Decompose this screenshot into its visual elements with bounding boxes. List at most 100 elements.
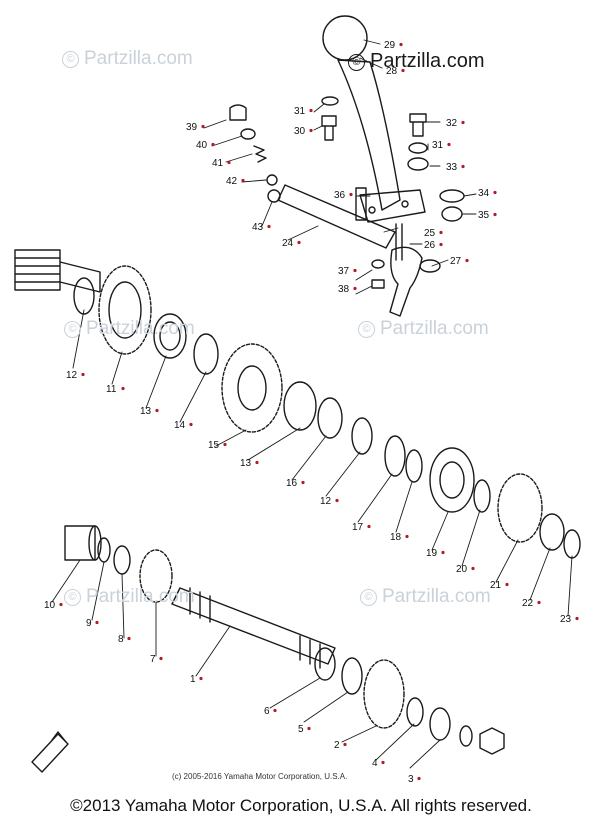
- part-marker-dot: [309, 128, 313, 133]
- part-marker-dot: [227, 160, 231, 165]
- part-label-36: 36: [334, 190, 346, 201]
- gear-2: [363, 659, 405, 729]
- shift-fork: [371, 246, 441, 317]
- part-marker-dot: [575, 616, 579, 621]
- part-marker-dot: [461, 164, 465, 169]
- part-label-16: 16: [286, 478, 298, 489]
- part-marker-dot: [189, 422, 193, 427]
- part-label-38: 38: [338, 284, 350, 295]
- part-marker-dot: [537, 600, 541, 605]
- part-marker-dot: [297, 240, 301, 245]
- shift-lever-arm: [337, 59, 401, 211]
- part-label-10: 10: [44, 600, 56, 611]
- part-labels: 1 2 3 4 5 6 7 8 9 10 11 12 12 13 13 14 1…: [44, 40, 579, 785]
- cap-nut-39: [229, 104, 247, 121]
- part-marker-dot: [59, 602, 63, 607]
- part-label-12b: 12: [320, 496, 332, 507]
- part-marker-dot: [121, 386, 125, 391]
- part-label-9: 9: [86, 618, 92, 629]
- part-marker-dot: [241, 178, 245, 183]
- part-marker-dot: [349, 192, 353, 197]
- part-marker-dot: [461, 120, 465, 125]
- part-marker-dot: [353, 268, 357, 273]
- shaft-upper: [14, 249, 581, 559]
- part-label-31b: 31: [432, 140, 444, 151]
- front-arrow-icon: [31, 731, 69, 773]
- part-label-25: 25: [424, 228, 436, 239]
- shift-shaft: [277, 184, 403, 261]
- part-marker-dot: [401, 68, 405, 73]
- part-marker-dot: [343, 742, 347, 747]
- clutch-hub-19: [429, 447, 475, 513]
- part-label-22: 22: [522, 598, 534, 609]
- bolts-washers-left: [229, 96, 339, 203]
- part-marker-dot: [155, 408, 159, 413]
- part-label-2: 2: [334, 740, 340, 751]
- part-marker-dot: [367, 524, 371, 529]
- gear-15: [221, 343, 283, 433]
- part-label-37: 37: [338, 266, 350, 277]
- splined-shaft-end: [14, 249, 61, 291]
- part-label-20: 20: [456, 564, 468, 575]
- partzilla-watermark: ©Partzilla.com: [64, 586, 195, 608]
- gear-21: [497, 473, 543, 543]
- part-marker-dot: [301, 480, 305, 485]
- part-label-34: 34: [478, 188, 490, 199]
- shaft-lower: [64, 525, 505, 755]
- part-label-5: 5: [298, 724, 304, 735]
- part-marker-dot: [127, 636, 131, 641]
- partzilla-watermark: ©Partzilla.com: [360, 586, 491, 608]
- part-label-27: 27: [450, 256, 462, 267]
- part-marker-dot: [353, 286, 357, 291]
- part-marker-dot: [405, 534, 409, 539]
- gear-11: [98, 265, 152, 355]
- part-label-31a: 31: [294, 106, 306, 117]
- part-marker-dot: [471, 566, 475, 571]
- part-label-42: 42: [226, 176, 238, 187]
- part-label-4: 4: [372, 758, 378, 769]
- part-label-35: 35: [478, 210, 490, 221]
- part-marker-dot: [223, 442, 227, 447]
- part-label-19: 19: [426, 548, 438, 559]
- part-marker-dot: [441, 550, 445, 555]
- partzilla-watermark-top: ©Partzilla.com: [348, 50, 484, 73]
- part-label-15: 15: [208, 440, 220, 451]
- part-label-28: 28: [386, 66, 398, 77]
- partzilla-watermark: ©Partzilla.com: [64, 318, 195, 340]
- part-marker-dot: [309, 108, 313, 113]
- part-marker-dot: [267, 224, 271, 229]
- part-label-21: 21: [490, 580, 502, 591]
- part-marker-dot: [417, 776, 421, 781]
- part-label-12a: 12: [66, 370, 78, 381]
- partzilla-watermark: ©Partzilla.com: [62, 48, 193, 70]
- part-label-24: 24: [282, 238, 294, 249]
- part-marker-dot: [81, 372, 85, 377]
- part-label-17: 17: [352, 522, 364, 533]
- part-label-41: 41: [212, 158, 224, 169]
- part-label-13b: 13: [240, 458, 252, 469]
- part-label-18: 18: [390, 532, 402, 543]
- part-label-3: 3: [408, 774, 414, 785]
- part-marker-dot: [307, 726, 311, 731]
- part-marker-dot: [335, 498, 339, 503]
- part-label-8: 8: [118, 634, 124, 645]
- part-label-39: 39: [186, 122, 198, 133]
- part-marker-dot: [95, 620, 99, 625]
- part-label-14: 14: [174, 420, 186, 431]
- part-marker-dot: [399, 42, 403, 47]
- part-marker-dot: [493, 212, 497, 217]
- part-marker-dot: [439, 230, 443, 235]
- part-marker-dot: [465, 258, 469, 263]
- nut-3: [479, 727, 505, 755]
- part-marker-dot: [255, 460, 259, 465]
- leader-lines: [51, 39, 573, 769]
- part-marker-dot: [201, 124, 205, 129]
- part-marker-dot: [199, 676, 203, 681]
- part-marker-dot: [273, 708, 277, 713]
- partzilla-watermark: ©Partzilla.com: [358, 318, 489, 340]
- part-marker-dot: [439, 242, 443, 247]
- part-marker-dot: [211, 142, 215, 147]
- part-label-33: 33: [446, 162, 458, 173]
- shift-lever-plate: [359, 189, 426, 223]
